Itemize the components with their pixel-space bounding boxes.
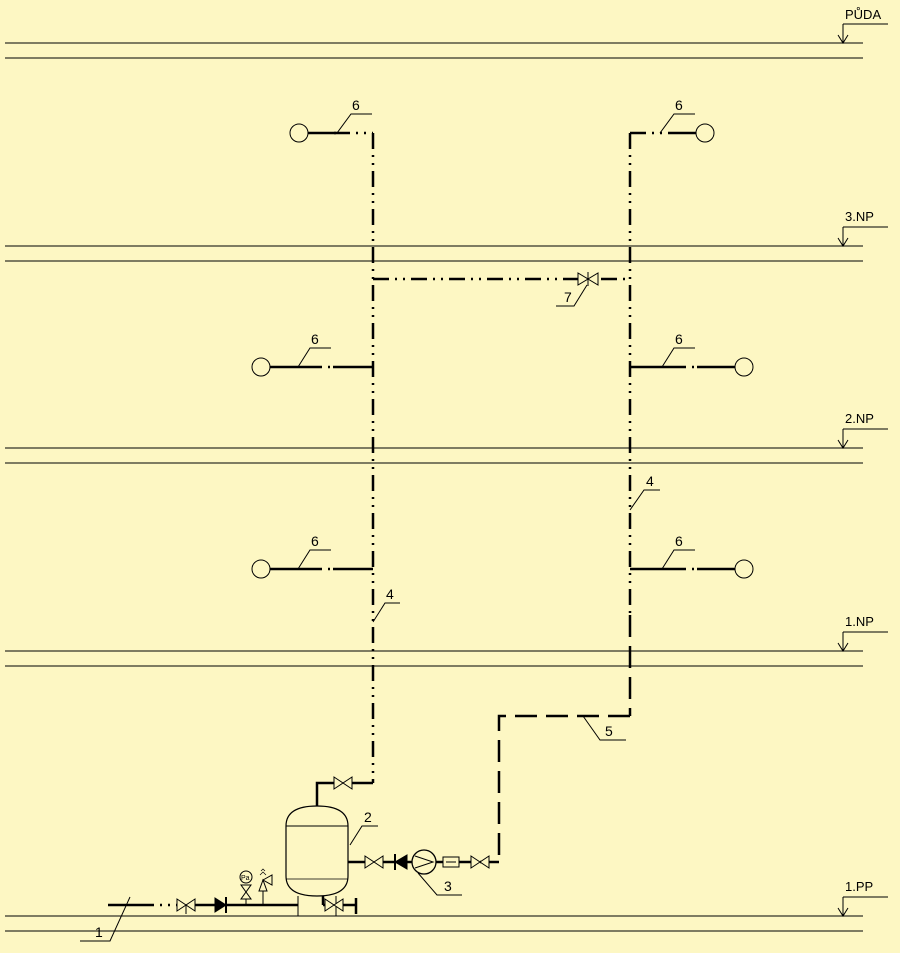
callout-3: 3 xyxy=(417,872,462,896)
safety-valve-icon xyxy=(258,868,273,905)
floor-label-3np: 3.NP xyxy=(845,209,874,224)
callout-label-3: 3 xyxy=(444,878,452,894)
level-marker-icon xyxy=(837,226,888,247)
left-riser xyxy=(334,131,630,783)
shutoff-valve-icon xyxy=(333,776,353,790)
callout-6-1np-right: 6 xyxy=(661,533,695,570)
callout-label-2: 2 xyxy=(364,809,372,825)
callout-label-6a: 6 xyxy=(352,97,360,113)
callout-label-6f: 6 xyxy=(675,533,683,549)
callout-label-7: 7 xyxy=(564,289,572,305)
floor-3np: 3.NP xyxy=(5,209,888,262)
outlet-icon xyxy=(289,123,309,143)
floor-puda: PŮDA xyxy=(5,7,888,59)
tank-supply-line xyxy=(315,776,373,806)
callout-4-right: 4 xyxy=(629,473,660,511)
pressure-gauge-icon: Pa xyxy=(239,870,253,905)
level-marker-icon xyxy=(837,428,888,449)
outlet-top-right xyxy=(669,123,715,143)
level-marker-icon xyxy=(837,631,888,652)
callout-4-left: 4 xyxy=(372,586,400,623)
floor-1pp: 1.PP xyxy=(5,879,888,932)
callout-label-6c: 6 xyxy=(311,331,319,347)
check-valve-icon xyxy=(394,854,408,870)
callout-1: 1 xyxy=(80,896,131,942)
callout-label-4-right: 4 xyxy=(646,473,654,489)
callout-label-5: 5 xyxy=(605,723,613,739)
right-riser xyxy=(628,131,669,716)
outlet-2np-left xyxy=(251,357,373,377)
circulation-line xyxy=(348,849,490,875)
cold-water-supply: Pa xyxy=(108,868,358,914)
callout-label-6e: 6 xyxy=(311,533,319,549)
outlet-icon xyxy=(734,559,754,579)
floor-label-1np: 1.NP xyxy=(845,614,874,629)
floor-1np: 1.NP xyxy=(5,614,888,667)
floor-2np: 2.NP xyxy=(5,411,888,464)
callout-6-2np-right: 6 xyxy=(661,331,695,368)
callout-6-top-left: 6 xyxy=(336,97,372,134)
outlet-icon xyxy=(251,357,271,377)
balancing-valve-icon xyxy=(577,272,599,286)
callout-label-1: 1 xyxy=(95,924,103,940)
outlet-1np-left xyxy=(251,559,373,579)
outlet-top-left xyxy=(289,123,336,143)
outlet-icon xyxy=(734,357,754,377)
drain-valve-icon xyxy=(324,898,344,912)
circulation-pump-icon xyxy=(411,849,437,875)
outlet-icon xyxy=(695,123,715,143)
shutoff-valve-icon xyxy=(364,855,384,869)
gauge-label: Pa xyxy=(241,875,250,882)
callout-label-6d: 6 xyxy=(675,331,683,347)
outlet-2np-right xyxy=(630,357,754,377)
callout-2: 2 xyxy=(349,809,378,846)
shutoff-valve-icon xyxy=(470,855,490,869)
outlet-1np-right xyxy=(630,559,754,579)
callout-6-top-right: 6 xyxy=(659,97,695,134)
callout-label-6b: 6 xyxy=(675,97,683,113)
outlet-icon xyxy=(251,559,271,579)
callout-6-2np-left: 6 xyxy=(297,331,331,368)
callout-5: 5 xyxy=(582,715,626,741)
floor-label-1pp: 1.PP xyxy=(845,879,873,894)
strainer-icon xyxy=(442,856,460,868)
water-heater-tank xyxy=(285,805,349,916)
shutoff-valve-icon xyxy=(176,898,196,914)
floor-label-2np: 2.NP xyxy=(845,411,874,426)
level-marker-icon xyxy=(837,896,888,917)
level-marker-icon xyxy=(837,23,888,44)
callout-7: 7 xyxy=(556,284,588,307)
check-valve-icon xyxy=(214,897,227,913)
floor-label-puda: PŮDA xyxy=(845,7,881,22)
callout-label-4-left: 4 xyxy=(386,586,394,602)
callout-6-1np-left: 6 xyxy=(297,533,331,570)
